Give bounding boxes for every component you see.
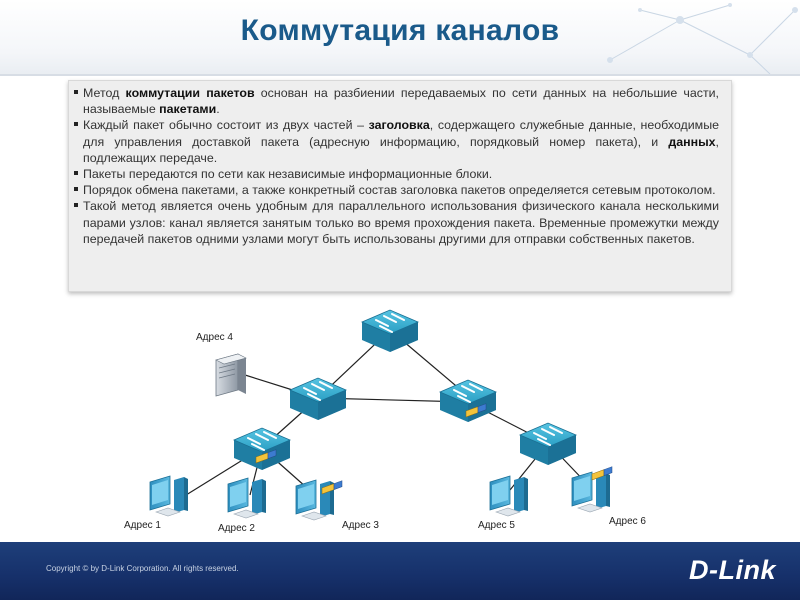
computer-2-icon — [227, 477, 267, 519]
bullet-text: Такой метод является очень удобным для п… — [83, 199, 719, 246]
address-2-label: Адрес 2 — [218, 523, 255, 534]
switch-left-lower-icon — [233, 427, 291, 471]
header-network-decoration — [607, 3, 798, 75]
bullet-text: . — [216, 102, 220, 117]
bullet-text: , содержащего служебные данные, необходи… — [83, 118, 719, 149]
address-3-label: Адрес 3 — [342, 520, 379, 531]
page-title: Коммутация каналов — [240, 14, 560, 47]
bullet-item: Метод коммутации пакетов основан на разб… — [74, 85, 719, 117]
bullet-text: Пакеты передаются по сети как независимы… — [83, 167, 493, 182]
computer-6-icon — [571, 471, 611, 513]
address-4-label: Адрес 4 — [196, 332, 233, 343]
text-panel: Метод коммутации пакетов основан на разб… — [68, 80, 732, 292]
bold-term: заголовка — [368, 118, 430, 133]
switch-right-lower-icon — [519, 422, 577, 466]
network-diagram: Адрес 4 Адрес 1 Адрес 2 Адрес 3 Адрес 5 … — [124, 309, 646, 534]
computer-1-icon — [149, 475, 189, 517]
bullet-item: Такой метод является очень удобным для п… — [74, 198, 719, 247]
copyright-text: Copyright © by D-Link Corporation. All r… — [46, 564, 239, 573]
dlink-logo: D-Link — [689, 555, 776, 585]
bullet-item: Каждый пакет обычно состоит из двух част… — [74, 117, 719, 166]
header-divider — [0, 74, 800, 76]
bullet-item: Пакеты передаются по сети как независимы… — [74, 166, 719, 182]
bullet-text: , подлежащих передаче. — [83, 134, 719, 165]
bullet-text: Метод — [83, 86, 126, 100]
bullet-text: Порядок обмена пакетами, а также конкрет… — [83, 183, 716, 198]
server-icon — [215, 353, 247, 397]
bullet-text: основан на разбиении передаваемых по сет… — [83, 86, 719, 117]
address-6-label: Адрес 6 — [609, 516, 646, 527]
slide-footer: Copyright © by D-Link Corporation. All r… — [0, 542, 800, 600]
computer-5-icon — [489, 475, 529, 517]
address-1-label: Адрес 1 — [124, 520, 161, 531]
bullet-list: Метод коммутации пакетов основан на разб… — [69, 81, 731, 247]
slide-header: Коммутация каналов — [0, 0, 800, 75]
bold-term: пакетами — [159, 102, 217, 117]
bullet-text: Каждый пакет обычно состоит из двух част… — [83, 118, 369, 133]
bold-term: коммутации пакетов — [125, 86, 255, 100]
bold-term: данных — [668, 134, 716, 149]
switch-left-icon — [289, 377, 347, 421]
switch-top-icon — [361, 309, 419, 353]
address-5-label: Адрес 5 — [478, 520, 515, 531]
bullet-item: Порядок обмена пакетами, а также конкрет… — [74, 182, 719, 198]
